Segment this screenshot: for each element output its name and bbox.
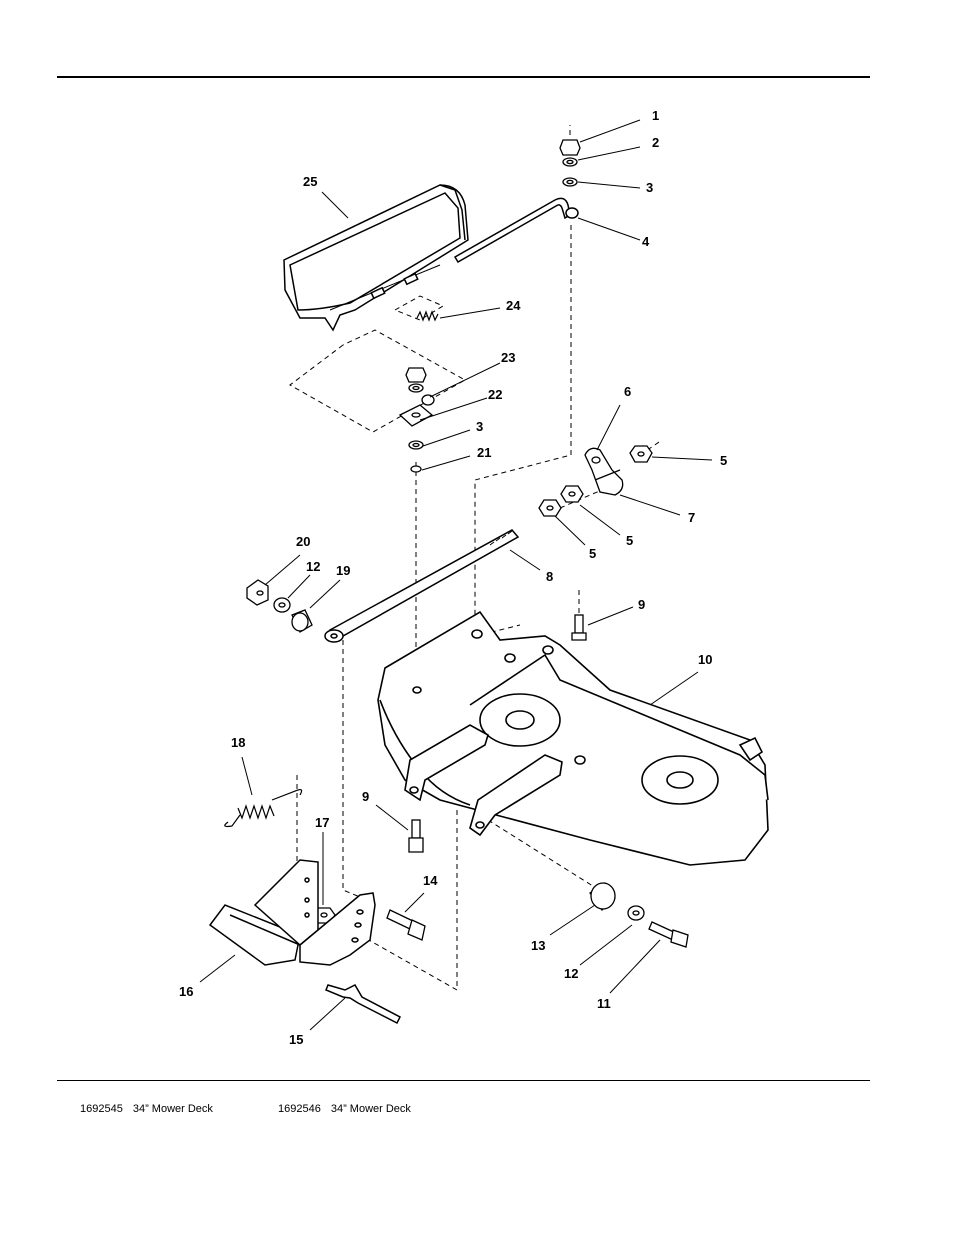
callout-19: 19 [336, 563, 350, 578]
part-18-spring [224, 788, 303, 828]
callout-17: 17 [315, 815, 329, 830]
callout-9b: 9 [362, 789, 369, 804]
callout-5a: 5 [720, 453, 727, 468]
callout-5c: 5 [589, 546, 596, 561]
callout-20: 20 [296, 534, 310, 549]
footer-left: 1692545 34” Mower Deck [80, 1103, 213, 1115]
callout-13: 13 [531, 938, 545, 953]
callout-8: 8 [546, 569, 553, 584]
parts-11-12-13 [589, 882, 689, 948]
callout-labels: 1 2 3 4 25 24 23 22 3 21 6 5 7 5 5 8 20 … [179, 108, 727, 1047]
callout-18: 18 [231, 735, 245, 750]
part-24-spring [416, 310, 439, 322]
parts-5-6-7-bracket [538, 445, 653, 517]
callout-24: 24 [506, 298, 521, 313]
callout-16: 16 [179, 984, 193, 999]
footer-left-number: 1692545 [80, 1103, 123, 1115]
callout-25: 25 [303, 174, 317, 189]
callout-6: 6 [624, 384, 631, 399]
part-8-rod [324, 529, 520, 643]
header-rule [57, 76, 870, 78]
parts-21-22-23-stack [398, 367, 435, 473]
mower-deck-exploded-diagram: 1 2 3 4 25 24 23 22 3 21 6 5 7 5 5 8 20 … [179, 108, 769, 1047]
callout-2: 2 [652, 135, 659, 150]
footer-right-number: 1692546 [278, 1103, 321, 1115]
part-16-bracket [208, 859, 376, 966]
footer-rule [57, 1080, 870, 1081]
callout-14: 14 [423, 873, 438, 888]
callout-22: 22 [488, 387, 502, 402]
footer-right-title: 34” Mower Deck [330, 1103, 411, 1115]
part-25-deflector [283, 184, 469, 332]
callout-12b: 12 [564, 966, 578, 981]
part-4-rod [453, 197, 579, 264]
callout-3: 3 [646, 180, 653, 195]
callout-15: 15 [289, 1032, 303, 1047]
callout-23: 23 [501, 350, 515, 365]
callout-12a: 12 [306, 559, 320, 574]
part-10-deck [377, 610, 769, 866]
callout-7: 7 [688, 510, 695, 525]
footer-right: 1692546 34” Mower Deck [278, 1103, 411, 1115]
parts-1-2-3-hardware [559, 139, 581, 187]
callout-9a: 9 [638, 597, 645, 612]
part-9-bolts [408, 614, 587, 853]
callout-10: 10 [698, 652, 712, 667]
callout-1: 1 [652, 108, 659, 123]
callout-21: 21 [477, 445, 491, 460]
callout-5b: 5 [626, 533, 633, 548]
part-15-rod [325, 984, 401, 1025]
footer-left-title: 34” Mower Deck [132, 1103, 213, 1115]
leader-lines [199, 119, 713, 1031]
parts-12-19-20 [246, 579, 313, 633]
part-14-bolt [386, 909, 426, 941]
callout-3b: 3 [476, 419, 483, 434]
callout-11: 11 [597, 996, 611, 1011]
callout-4: 4 [642, 234, 650, 249]
